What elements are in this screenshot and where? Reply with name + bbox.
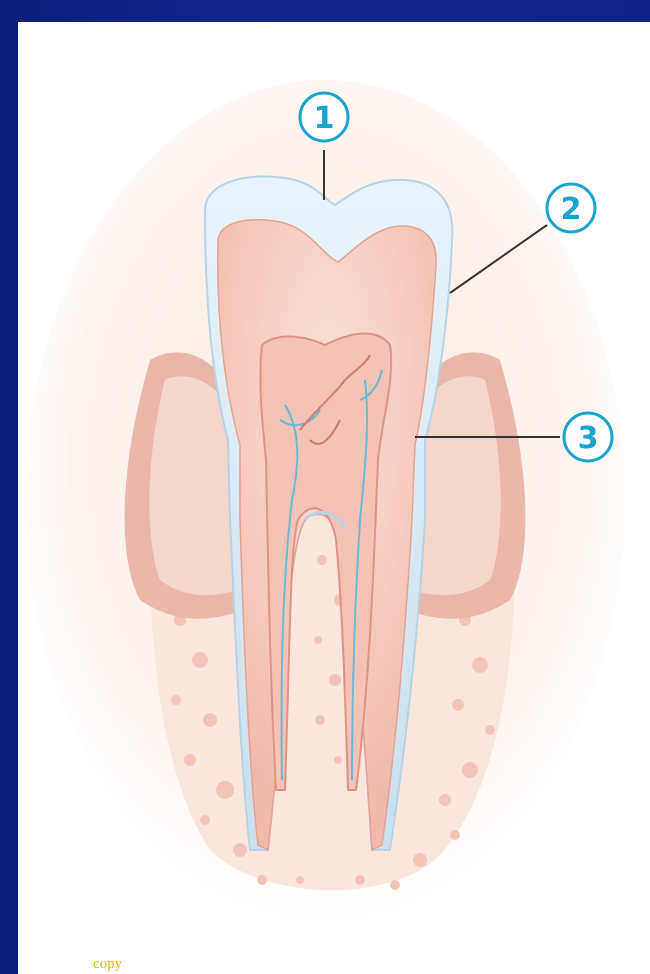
marker-1-label: 1 bbox=[314, 101, 335, 136]
marker-3: 3 bbox=[564, 413, 612, 461]
marker-3-label: 3 bbox=[578, 421, 599, 456]
copy-label: copy bbox=[93, 955, 122, 973]
marker-1: 1 bbox=[300, 93, 348, 141]
marker-2-label: 2 bbox=[561, 192, 582, 227]
marker-2: 2 bbox=[547, 184, 595, 232]
